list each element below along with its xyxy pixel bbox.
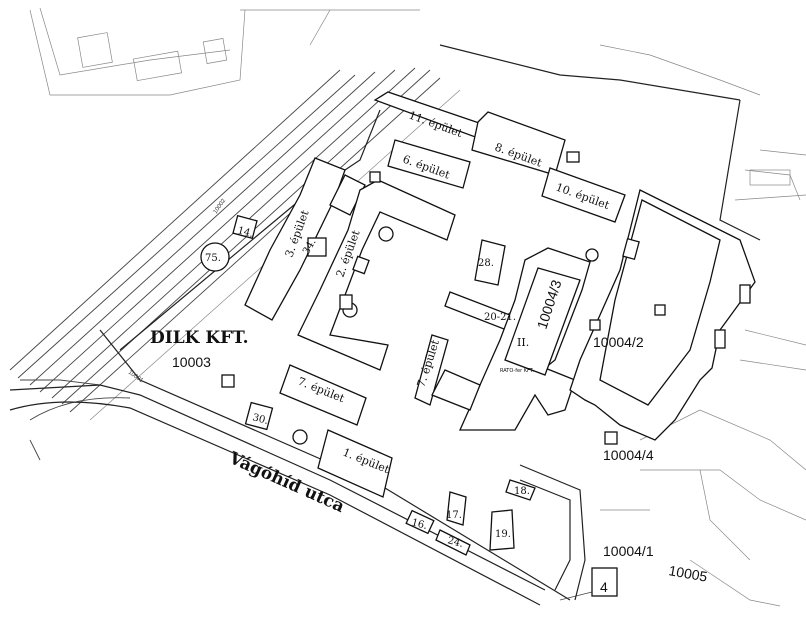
small-company-note: RATO-fer KFT. [500, 368, 534, 374]
company-parcel: 10003 [172, 354, 211, 370]
company-name: DILK KFT. [150, 328, 249, 348]
label-20-21: 20-21. [484, 312, 516, 323]
label-II: II. [517, 336, 529, 349]
label-4: 4 [600, 579, 608, 595]
label-28: 28. [478, 258, 494, 269]
label-30: 30. [251, 412, 269, 427]
label-19: 19. [495, 529, 511, 540]
buildings [200, 91, 756, 597]
label-18: 18. [514, 486, 530, 497]
parcel-10004-2: 10004/2 [593, 334, 644, 350]
street-edges [9, 384, 546, 606]
parcel-10004-1: 10004/1 [603, 543, 654, 559]
parcel-10005: 10005 [667, 562, 708, 585]
neighbour-blocks-top [29, 7, 806, 201]
road-parcel-number: 10001 [127, 370, 145, 385]
label-16: 16. [410, 517, 428, 532]
label-17: 17. [446, 510, 462, 521]
label-75: 75. [205, 253, 221, 264]
side-road [519, 329, 806, 607]
label-14: 14. [236, 225, 254, 240]
label-24: 24. [446, 535, 464, 550]
parcel-10004-4: 10004/4 [603, 447, 654, 463]
railway-tracks [9, 67, 461, 421]
